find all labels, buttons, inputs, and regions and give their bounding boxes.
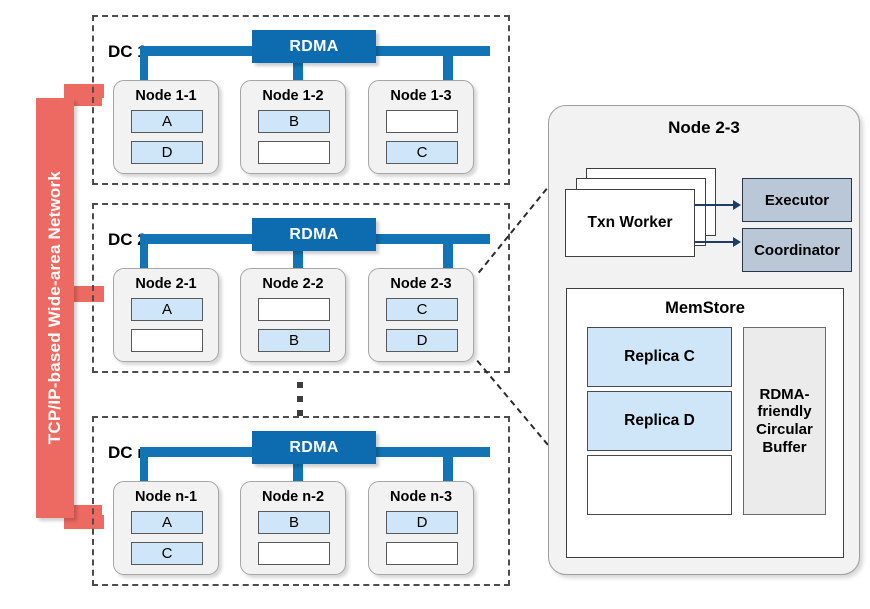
rdma-bus-dc1-right (368, 46, 490, 56)
node-title: Node n-3 (389, 489, 453, 505)
replica-slot: C (131, 542, 203, 565)
datacenter-label-dc-2: DC 2 (108, 230, 147, 249)
rdma-switch-dc-1: RDMA (252, 30, 376, 63)
rdma-switch-dc-n: RDMA (252, 431, 376, 464)
rdma-bus-dc2-left (140, 234, 262, 244)
replica-slot-empty (131, 329, 203, 352)
arrow-to-executor (695, 204, 733, 206)
replica-slot: D (386, 329, 458, 352)
memstore-replica-c: Replica C (587, 327, 732, 387)
rdma-link-dcn-node3 (443, 453, 453, 487)
replica-slot: B (258, 110, 330, 133)
ellipsis-dot (297, 396, 303, 402)
node-card-node-2-3[interactable]: Node 2-3 C D (368, 268, 474, 362)
rdma-bus-dc2-right (368, 234, 490, 244)
replica-slot: D (131, 141, 203, 164)
txn-worker-card-front[interactable]: Txn Worker (565, 189, 695, 257)
memstore-replica-d: Replica D (587, 391, 732, 451)
replica-slot: B (258, 511, 330, 534)
node-title: Node n-1 (134, 489, 198, 505)
node-detail-panel: Node 2-3 Txn Worker Executor Coordinator… (548, 105, 860, 575)
rdma-link-dc2-node3 (443, 240, 453, 274)
replica-slot: A (131, 298, 203, 321)
datacenter-dc-n (92, 416, 510, 586)
ellipsis-dot (297, 410, 303, 416)
rdma-link-dc1-node3 (443, 52, 453, 86)
replica-slot-empty (258, 141, 330, 164)
executor-box[interactable]: Executor (742, 178, 852, 222)
wan-stub-top-horizontal (64, 84, 104, 98)
node-card-node-1-2[interactable]: Node 1-2 B (240, 80, 346, 174)
replica-slot: C (386, 141, 458, 164)
coordinator-box[interactable]: Coordinator (742, 228, 852, 272)
wan-stub-middle (72, 286, 104, 302)
node-title: Node 2-3 (390, 276, 452, 292)
replica-slot-empty (386, 110, 458, 133)
datacenter-dc-1 (92, 15, 510, 185)
rdma-link-dc2-node1 (140, 240, 148, 274)
replica-slot-empty (386, 542, 458, 565)
arrow-head-executor-icon (733, 200, 741, 210)
node-card-node-2-2[interactable]: Node 2-2 B (240, 268, 346, 362)
memstore-box: MemStore Replica C Replica D RDMA-friend… (566, 288, 844, 558)
wan-stub-bottom-horizontal (64, 515, 104, 529)
arrow-head-coordinator-icon (733, 237, 741, 247)
rdma-bus-dcn-right (368, 447, 490, 457)
ellipsis-dot (297, 382, 303, 388)
rdma-link-dc1-node2 (293, 62, 303, 86)
datacenter-label-dc-n: DC n (108, 443, 148, 462)
replica-slot-empty (258, 542, 330, 565)
node-title: Node 2-1 (135, 276, 197, 292)
rdma-link-dcn-node2 (293, 463, 303, 487)
arrow-to-coordinator (695, 241, 733, 243)
wide-area-network-label: TCP/IP-based Wide-area Network (45, 171, 64, 445)
replica-slot: D (386, 511, 458, 534)
datacenter-label-dc-1: DC 1 (108, 42, 147, 61)
replica-slot: A (131, 511, 203, 534)
detail-panel-title: Node 2-3 (668, 118, 740, 137)
rdma-bus-dcn-left (140, 447, 262, 457)
replica-slot: A (131, 110, 203, 133)
rdma-link-dc2-node2 (293, 250, 303, 274)
rdma-bus-dc1-left (140, 46, 262, 56)
datacenter-dc-2 (92, 203, 510, 373)
node-card-node-1-3[interactable]: Node 1-3 C (368, 80, 474, 174)
memstore-title: MemStore (665, 299, 745, 317)
node-title: Node 1-3 (390, 88, 452, 104)
node-title: Node 1-2 (262, 88, 324, 104)
rdma-link-dc1-node1 (140, 52, 148, 86)
rdma-switch-dc-2: RDMA (252, 218, 376, 251)
node-card-node-1-1[interactable]: Node 1-1 A D (113, 80, 219, 174)
node-card-node-n-2[interactable]: Node n-2 B (240, 481, 346, 575)
node-title: Node n-2 (261, 489, 325, 505)
node-card-node-2-1[interactable]: Node 2-1 A (113, 268, 219, 362)
node-card-node-n-3[interactable]: Node n-3 D (368, 481, 474, 575)
replica-slot: C (386, 298, 458, 321)
rdma-link-dcn-node1 (140, 453, 148, 487)
node-card-node-n-1[interactable]: Node n-1 A C (113, 481, 219, 575)
memstore-replica-empty (587, 455, 732, 515)
replica-slot: B (258, 329, 330, 352)
node-title: Node 2-2 (262, 276, 324, 292)
node-title: Node 1-1 (135, 88, 197, 104)
replica-slot-empty (258, 298, 330, 321)
wide-area-network-bar: TCP/IP-based Wide-area Network (36, 98, 74, 518)
